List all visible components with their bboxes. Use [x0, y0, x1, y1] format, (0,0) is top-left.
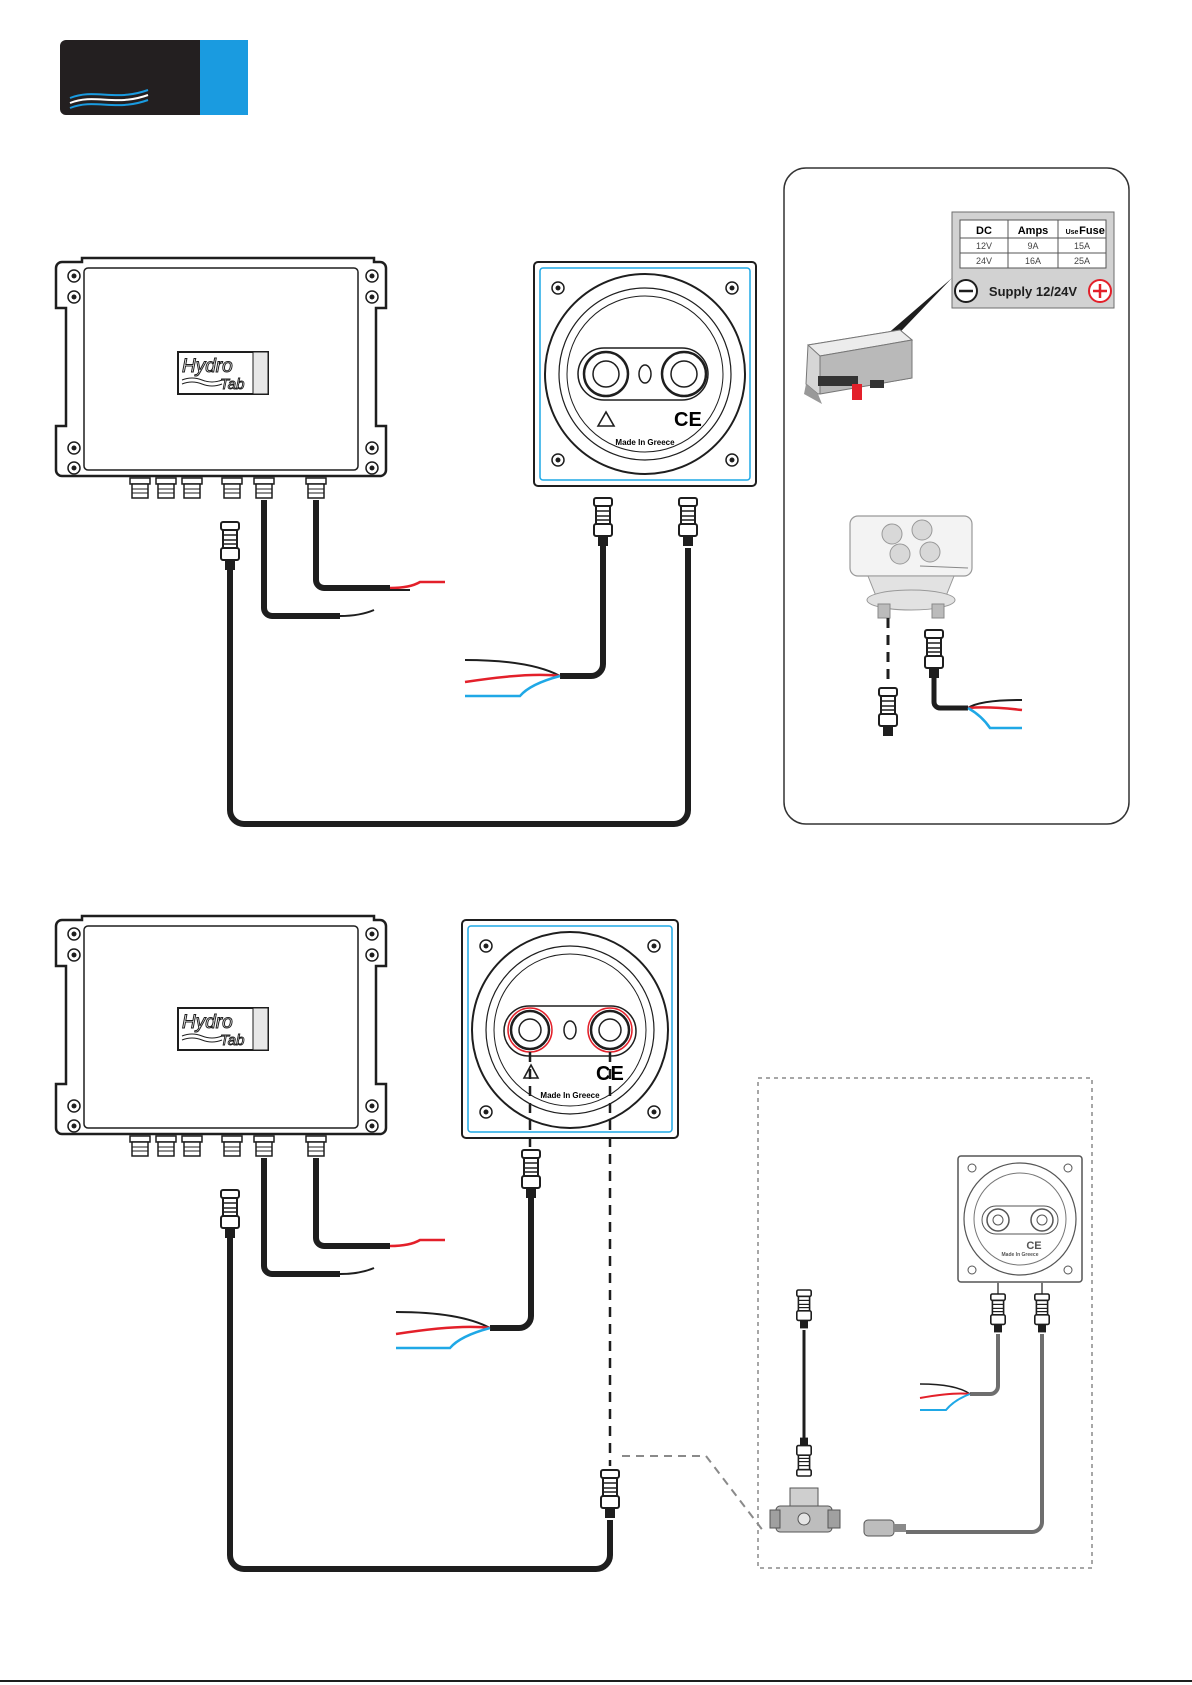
table-cell-16a: 16A: [1025, 256, 1041, 266]
supply-info-box: DC Amps Use Fuse 12V 9A 15A 24V 16A 25A …: [784, 168, 1129, 824]
controller-unit-bottom: Hydro Tab: [56, 916, 386, 1156]
table-cell-24v: 24V: [976, 256, 992, 266]
panel-cables-top: [465, 498, 697, 696]
supply-fuse-table: DC Amps Use Fuse 12V 9A 15A 24V 16A 25A …: [952, 212, 1114, 308]
network-expansion-box: Made In Greece CE: [758, 1078, 1092, 1568]
ce-mark-top: CE: [674, 409, 702, 431]
table-cell-15a: 15A: [1074, 241, 1090, 251]
display-panel-bottom: CE Made In Greece: [462, 920, 678, 1138]
table-header-fuse: Fuse: [1079, 225, 1105, 237]
brand-tab-text: Tab: [220, 376, 244, 393]
table-header-use: Use: [1066, 229, 1079, 236]
brand-hydro-text-bottom: Hydro: [182, 1012, 233, 1033]
panel-cables-bottom: [396, 1150, 540, 1348]
table-cell-12v: 12V: [976, 241, 992, 251]
terminator-plug: [864, 1520, 906, 1536]
network-cable-bottom: [221, 1190, 619, 1569]
hydrotab-brand-label: Hydro Tab: [178, 352, 268, 394]
t-connector: [770, 1488, 840, 1532]
network-cable-top: [221, 522, 688, 824]
power-cables-bottom: [264, 1158, 445, 1274]
ce-mark-small: CE: [1026, 1240, 1041, 1252]
small-display-panel: Made In Greece CE: [958, 1156, 1082, 1282]
hydrotab-brand-label-bottom: Hydro Tab: [178, 1008, 268, 1050]
table-header-dc: DC: [976, 225, 992, 237]
table-header-amps: Amps: [1018, 225, 1049, 237]
controller-unit-top: Hydro Tab: [56, 258, 386, 498]
remote-unit-device: [850, 516, 972, 618]
made-in-greece-small: Made In Greece: [1002, 1252, 1039, 1258]
hydrotab-logo-badge: [60, 40, 248, 115]
brand-tab-text-bottom: Tab: [220, 1032, 244, 1049]
table-cell-25a: 25A: [1074, 256, 1090, 266]
made-in-greece-top: Made In Greece: [615, 438, 675, 447]
supply-voltage-label: Supply 12/24V: [989, 284, 1077, 299]
power-cables-top: [264, 500, 445, 616]
brand-hydro-text: Hydro: [182, 356, 233, 377]
display-panel-top: CE Made In Greece: [534, 262, 756, 486]
made-in-greece-bottom: Made In Greece: [540, 1091, 600, 1100]
table-cell-9a: 9A: [1027, 241, 1038, 251]
